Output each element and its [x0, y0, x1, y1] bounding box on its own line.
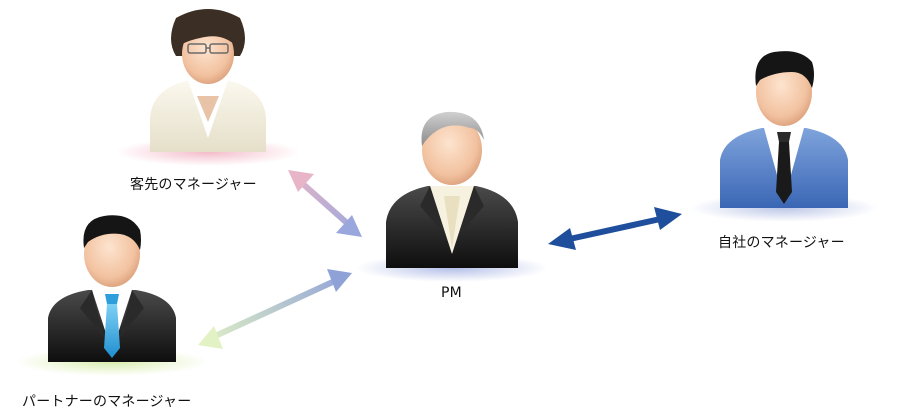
tie	[104, 304, 120, 358]
edge-own-pm	[548, 207, 682, 250]
own-manager-label: 自社のマネージャー	[718, 235, 845, 251]
own-manager-figure	[690, 51, 878, 222]
arrowhead-client-end	[288, 170, 314, 192]
tie	[776, 142, 792, 204]
arrowhead-partner-end	[198, 326, 223, 349]
client-manager-label: 客先のマネージャー	[130, 177, 257, 193]
pm-label: PM	[441, 285, 462, 301]
edge-partner-pm	[198, 269, 352, 349]
pm-figure	[356, 111, 548, 282]
partner-manager-label: パートナーのマネージャー	[22, 394, 192, 410]
arrowhead-pm-end	[327, 269, 352, 292]
edge-client-pm	[288, 170, 362, 237]
partner-manager-figure	[16, 215, 208, 376]
arrowhead-pm-end	[548, 228, 576, 250]
client-manager-figure	[116, 9, 300, 166]
arrowhead-own-end	[654, 207, 682, 230]
arrowhead-pm-end	[336, 215, 362, 237]
